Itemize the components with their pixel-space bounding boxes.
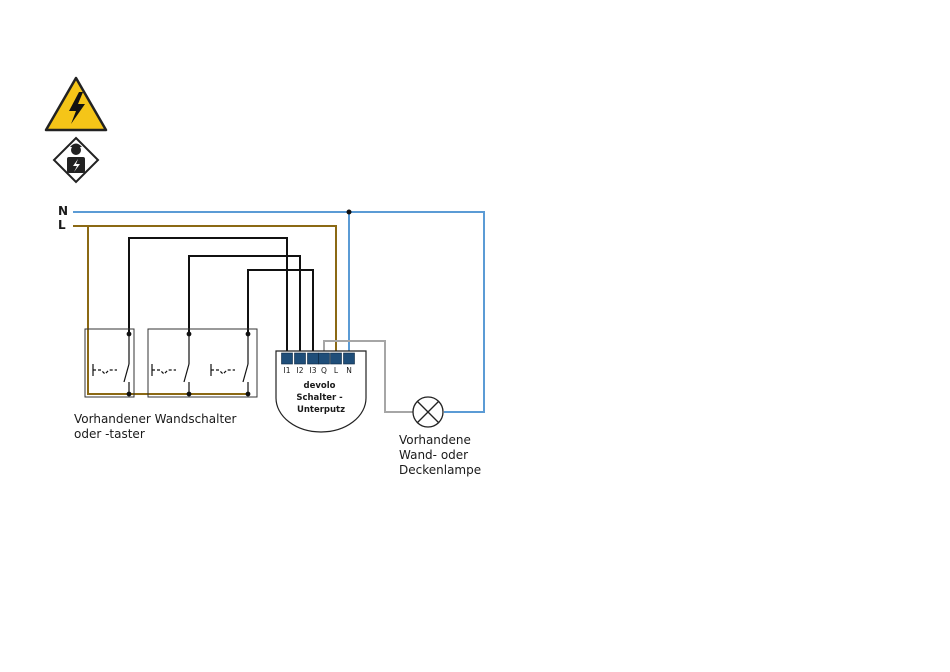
module-title-line-1: devolo: [304, 381, 336, 391]
terminal-q: [319, 353, 330, 364]
neutral-junction: [347, 210, 352, 215]
terminal-l: [331, 353, 342, 364]
lamp-label-line-1: Vorhandene: [399, 433, 471, 447]
terminal-i3: [308, 353, 319, 364]
high-voltage-warning-icon: [46, 78, 106, 130]
terminal-i2: [295, 353, 306, 364]
switch-symbols: [93, 332, 250, 396]
terminal-label-i3: I3: [310, 366, 317, 375]
switch-2: [152, 332, 191, 396]
switch-box-1: [85, 329, 134, 397]
signal-wires: [129, 238, 313, 354]
switches-label-line-1: Vorhandener Wandschalter: [74, 412, 237, 426]
module-title-line-2: Schalter -: [296, 393, 343, 403]
terminal-label-n: N: [346, 366, 352, 375]
terminal-label-i2: I2: [297, 366, 304, 375]
lamp-label: Vorhandene Wand- oder Deckenlampe: [399, 433, 481, 477]
live-label: L: [58, 218, 66, 232]
switches-label-line-2: oder -taster: [74, 427, 145, 441]
switch-1: [93, 332, 131, 396]
switches-label: Vorhandener Wandschalter oder -taster: [74, 412, 240, 441]
switch-3: [211, 332, 250, 396]
terminal-i1: [282, 353, 293, 364]
terminal-label-q: Q: [321, 366, 327, 375]
module-title: devolo Schalter - Unterputz: [296, 381, 345, 415]
lamp-symbol: [413, 397, 443, 427]
module-title-line-3: Unterputz: [297, 405, 345, 415]
neutral-label: N: [58, 204, 68, 218]
lamp-label-line-2: Wand- oder: [399, 448, 468, 462]
terminal-label-i1: I1: [284, 366, 291, 375]
switch-boxes: [85, 329, 257, 397]
lamp-label-line-3: Deckenlampe: [399, 463, 481, 477]
terminal-n: [344, 353, 355, 364]
switch-box-2: [148, 329, 257, 397]
electrician-icon: [54, 138, 98, 182]
